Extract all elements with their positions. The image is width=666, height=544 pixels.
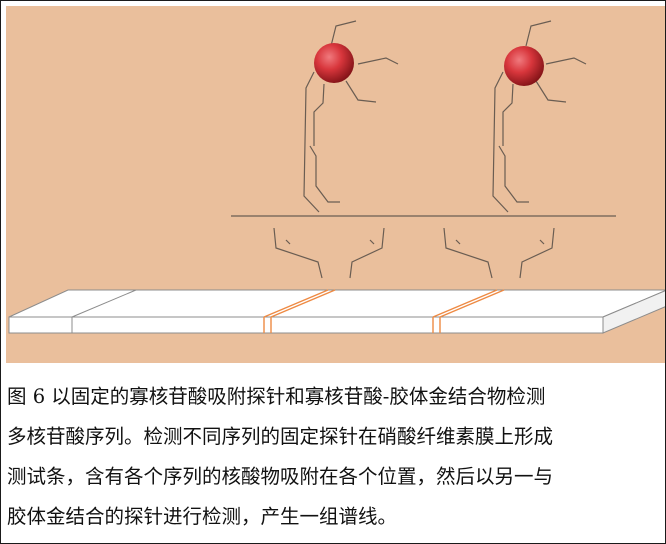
caption-line: 多核苷酸序列。检测不同序列的固定探针在硝酸纤维素膜上形成 xyxy=(7,425,554,448)
illustration xyxy=(6,6,665,363)
caption-line: 图 6 以固定的寡核苷酸吸附探针和寡核苷酸-胶体金结合物检测 xyxy=(7,385,546,408)
test-strip xyxy=(8,289,665,334)
caption-line: 测试条，含有各个序列的核酸物吸附在各个位置，然后以另一与 xyxy=(7,465,554,488)
test-line-right xyxy=(432,289,505,333)
gold-nanoparticle-left xyxy=(314,43,354,83)
capture-probes-right xyxy=(443,227,555,279)
gold-conjugate-right xyxy=(492,20,587,213)
test-line-left xyxy=(263,289,336,333)
figure-caption: 图 6 以固定的寡核苷酸吸附探针和寡核苷酸-胶体金结合物检测 多核苷酸序列。检测… xyxy=(7,377,665,537)
gold-nanoparticle-right xyxy=(504,46,544,86)
gold-conjugate-left xyxy=(303,20,399,213)
capture-probes-left xyxy=(273,227,385,279)
caption-line: 胶体金结合的探针进行检测，产生一组谱线。 xyxy=(7,505,398,528)
